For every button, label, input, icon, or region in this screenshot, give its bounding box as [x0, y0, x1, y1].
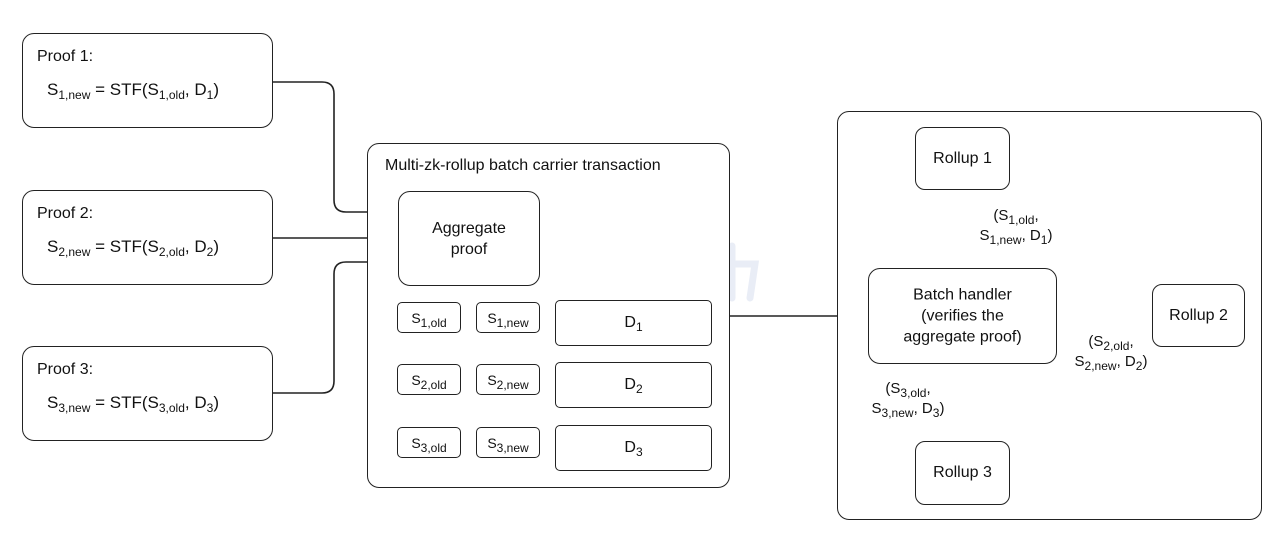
proof-formula: S3,new = STF(S3,old, D3): [47, 393, 219, 415]
aggregate-proof-label: Aggregate proof: [432, 219, 506, 258]
proof-title: Proof 2:: [37, 205, 94, 222]
data-cell: D2: [555, 362, 712, 408]
state-new-cell: S2,new: [476, 364, 540, 395]
proof-title: Proof 3:: [37, 361, 94, 378]
data-cell: D1: [555, 300, 712, 346]
rollup-2-box: Rollup 2: [1152, 284, 1245, 347]
aggregate-proof-box: Aggregate proof: [398, 191, 540, 286]
state-old-cell: S1,old: [397, 302, 461, 333]
carrier-title: Multi-zk-rollup batch carrier transactio…: [385, 157, 661, 174]
rollup-3-box: Rollup 3: [915, 441, 1010, 505]
proof-box-2: Proof 2: S2,new = STF(S2,old, D2): [22, 190, 273, 285]
edge-label-rollup3: (S3,old, S3,new, D3): [871, 380, 945, 420]
batch-handler-box: Batch handler (verifies the aggregate pr…: [868, 268, 1057, 364]
proof-formula: S1,new = STF(S1,old, D1): [47, 80, 219, 102]
proof-formula: S2,new = STF(S2,old, D2): [47, 237, 219, 259]
proof-box-3: Proof 3: S3,new = STF(S3,old, D3): [22, 346, 273, 441]
state-old-cell: S2,old: [397, 364, 461, 395]
proof-box-1: Proof 1: S1,new = STF(S1,old, D1): [22, 33, 273, 128]
edge-label-rollup2: (S2,old, S2,new, D2): [1074, 333, 1148, 373]
data-cell: D3: [555, 425, 712, 471]
state-new-cell: S3,new: [476, 427, 540, 458]
rollup-1-box: Rollup 1: [915, 127, 1010, 190]
state-old-cell: S3,old: [397, 427, 461, 458]
batch-handler-label: Batch handler (verifies the aggregate pr…: [903, 286, 1022, 346]
state-new-cell: S1,new: [476, 302, 540, 333]
proof-title: Proof 1:: [37, 48, 94, 65]
edge-label-rollup1: (S1,old, S1,new, D1): [979, 207, 1053, 247]
carrier-transaction-box: Multi-zk-rollup batch carrier transactio…: [367, 143, 730, 488]
